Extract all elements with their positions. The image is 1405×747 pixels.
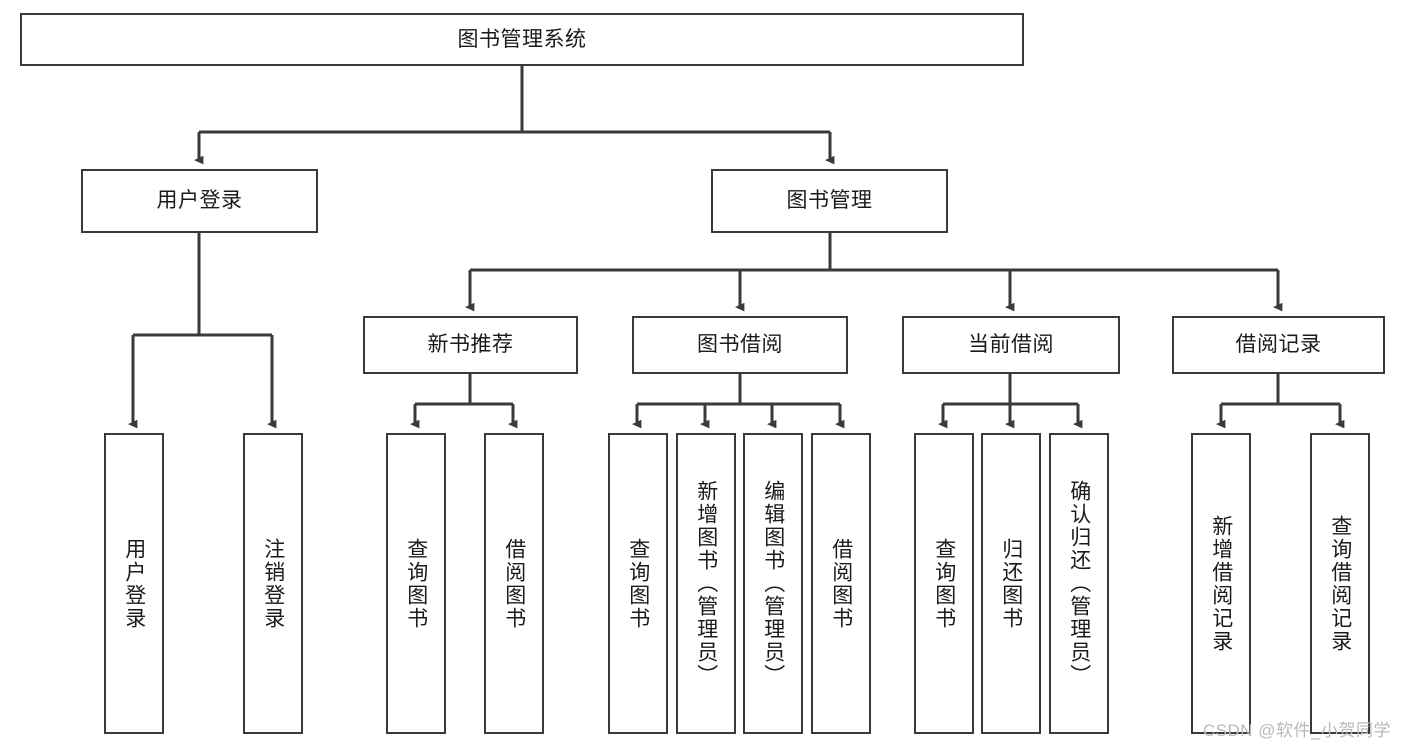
node-book-borrow[interactable]: 图书借阅: [632, 316, 848, 374]
node-label: 用户登录: [156, 189, 243, 213]
node-label: 图书管理系统: [457, 27, 587, 51]
leaf-borrow-book-2[interactable]: 借阅图书: [811, 433, 871, 734]
node-label: 归还图书: [999, 537, 1023, 630]
leaf-query-book-1[interactable]: 查询图书: [386, 433, 446, 734]
node-label: 注销登录: [261, 537, 285, 630]
leaf-return-book[interactable]: 归还图书: [981, 433, 1041, 734]
leaf-edit-book[interactable]: 编辑图书（管理员）: [743, 433, 803, 734]
node-label: 查询图书: [626, 537, 650, 630]
node-new-book-recommend[interactable]: 新书推荐: [363, 316, 578, 374]
node-label: 查询借阅记录: [1328, 514, 1352, 653]
node-borrow-record[interactable]: 借阅记录: [1172, 316, 1385, 374]
node-label: 图书借阅: [697, 333, 783, 357]
node-book-management[interactable]: 图书管理: [711, 169, 948, 233]
node-label: 新增图书（管理员）: [694, 480, 718, 687]
node-label: 用户登录: [122, 537, 146, 630]
leaf-query-book-3[interactable]: 查询图书: [914, 433, 974, 734]
node-user-login[interactable]: 用户登录: [81, 169, 318, 233]
leaf-logout-login[interactable]: 注销登录: [243, 433, 303, 734]
leaf-add-book[interactable]: 新增图书（管理员）: [676, 433, 736, 734]
node-label: 新书推荐: [427, 333, 514, 357]
node-label: 新增借阅记录: [1209, 514, 1233, 653]
node-label: 查询图书: [932, 537, 956, 630]
leaf-user-login[interactable]: 用户登录: [104, 433, 164, 734]
leaf-confirm-return[interactable]: 确认归还（管理员）: [1049, 433, 1109, 734]
node-label: 借阅图书: [829, 537, 853, 630]
node-label: 确认归还（管理员）: [1067, 480, 1091, 687]
node-label: 借阅记录: [1235, 333, 1322, 357]
node-label: 图书管理: [786, 189, 873, 213]
node-label: 查询图书: [404, 537, 428, 630]
node-book-management-system[interactable]: 图书管理系统: [20, 13, 1024, 66]
node-label: 借阅图书: [502, 537, 526, 630]
leaf-query-book-2[interactable]: 查询图书: [608, 433, 668, 734]
leaf-query-record[interactable]: 查询借阅记录: [1310, 433, 1370, 734]
node-current-borrow[interactable]: 当前借阅: [902, 316, 1120, 374]
node-label: 编辑图书（管理员）: [761, 480, 785, 687]
node-label: 当前借阅: [968, 333, 1054, 357]
leaf-borrow-book-1[interactable]: 借阅图书: [484, 433, 544, 734]
leaf-add-record[interactable]: 新增借阅记录: [1191, 433, 1251, 734]
